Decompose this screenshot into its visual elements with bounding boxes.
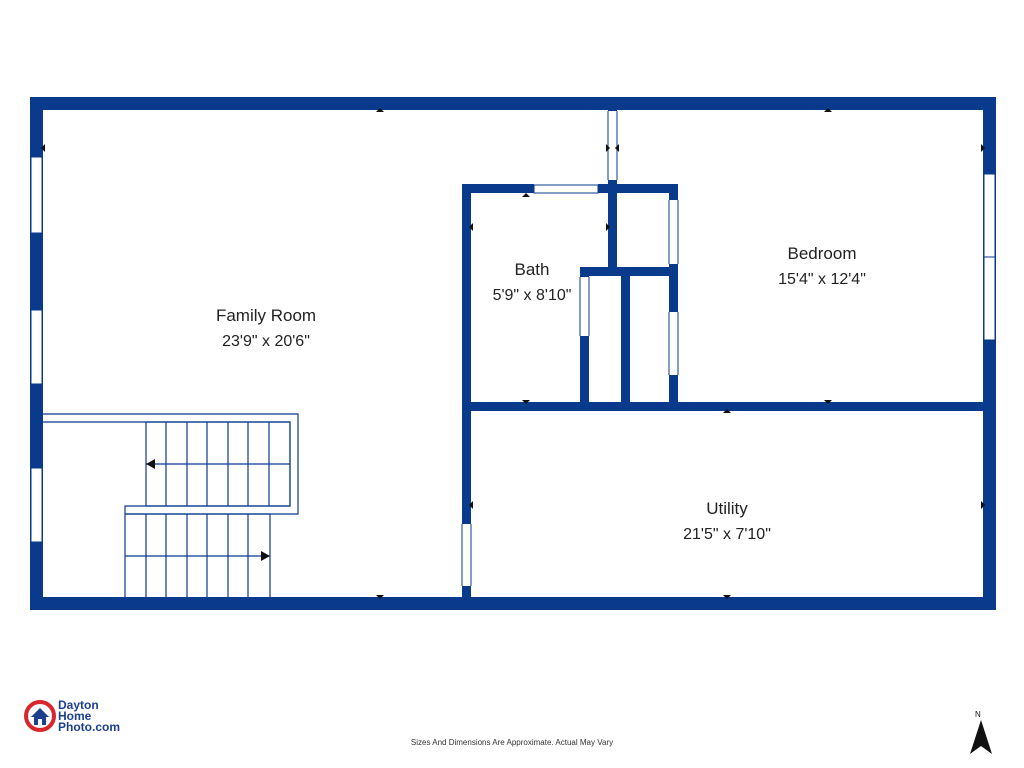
brand-wordmark: Dayton Home Photo.com — [58, 698, 120, 734]
staircase — [43, 413, 299, 599]
logo-ring-icon — [24, 700, 56, 732]
wall-bath-top-left — [462, 184, 534, 193]
wall-family-bedroom-top — [608, 97, 617, 111]
wall-bath-west-low — [462, 586, 471, 604]
wall-closet-left-low — [580, 336, 589, 410]
door-openings — [461, 111, 679, 586]
room-name-utility: Utility — [706, 499, 748, 518]
wall-bath-west — [462, 184, 471, 524]
room-dimensions-utility: 21'5" x 7'10" — [683, 526, 771, 543]
exterior-walls — [30, 97, 996, 610]
room-name-bedroom: Bedroom — [788, 244, 857, 263]
wall-closet-left — [580, 267, 589, 277]
brand-line-3: Photo.com — [58, 720, 120, 734]
room-name-family-room: Family Room — [216, 306, 316, 325]
dimension-markers — [41, 108, 985, 599]
window-west-2 — [30, 309, 43, 385]
brand-logo — [24, 700, 56, 732]
compass-label: N — [975, 710, 981, 719]
brand-line-2: Home — [58, 709, 92, 723]
wall-utility-north — [462, 402, 996, 411]
wall-closet-east-mid — [669, 264, 678, 312]
wall-closet-center — [621, 267, 630, 410]
south-wall — [30, 597, 996, 610]
wall-bath-top-right — [598, 184, 678, 193]
room-dimensions-bedroom: 15'4" x 12'4" — [778, 271, 866, 288]
interior-walls — [462, 97, 996, 604]
windows — [30, 156, 996, 543]
disclaimer-text: Sizes And Dimensions Are Approximate. Ac… — [410, 738, 614, 747]
house-icon — [31, 708, 49, 725]
stair-arrows — [146, 459, 270, 561]
room-dimensions-bath: 5'9" x 8'10" — [493, 287, 572, 304]
wall-family-bedroom-mid — [608, 180, 617, 270]
stair-arrow-up-flight — [146, 459, 155, 469]
wall-closet-east-low — [669, 375, 678, 410]
wall-closet-east-top — [669, 184, 678, 200]
window-bath — [533, 184, 599, 194]
room-name-bath: Bath — [515, 260, 550, 279]
window-west-1 — [30, 156, 43, 234]
brand-line-1: Dayton — [58, 698, 99, 712]
stair-treads — [145, 422, 270, 598]
north-arrow-icon — [970, 720, 992, 754]
room-dimensions-family-room: 23'9" x 20'6" — [222, 333, 310, 350]
window-west-3 — [30, 467, 43, 543]
stair-arrow-down-flight — [261, 551, 270, 561]
north-wall — [30, 97, 996, 110]
